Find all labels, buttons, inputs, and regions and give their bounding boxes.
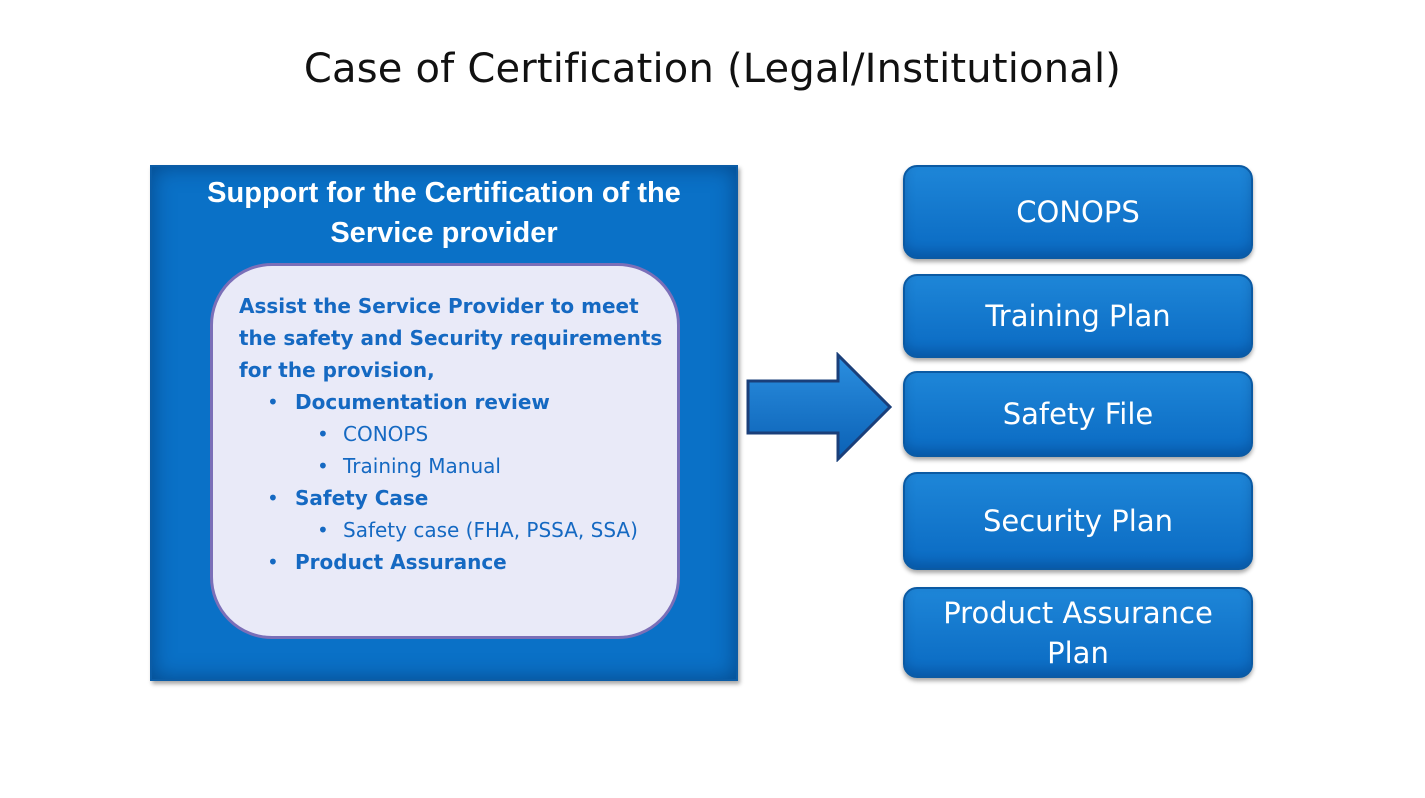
sub-item-label: Training Manual [343,454,501,478]
certification-support-panel: Support for the Certification of the Ser… [150,165,738,681]
list-item: • Safety case (FHA, PSSA, SSA) [295,514,669,546]
output-security-plan: Security Plan [903,472,1253,570]
activities-text: Assist the Service Provider to meet the … [239,290,669,578]
bullet-icon: • [317,454,329,478]
output-training-plan: Training Plan [903,274,1253,358]
list-item: • Product Assurance [239,546,669,578]
list-item-label: Safety Case [295,486,429,510]
output-label: Safety File [1002,397,1154,431]
output-product-assurance-plan: Product Assurance Plan [903,587,1253,678]
output-label: Product Assurance Plan [943,595,1213,670]
sub-item-label: Safety case (FHA, PSSA, SSA) [343,518,638,542]
panel-heading: Support for the Certification of the Ser… [207,177,681,249]
activities-box: Assist the Service Provider to meet the … [210,263,680,639]
sub-list: • Safety case (FHA, PSSA, SSA) [295,514,669,546]
intro-text: Assist the Service Provider to meet the … [239,294,663,382]
sub-list: • CONOPS • Training Manual [295,418,669,482]
right-arrow-icon [746,352,893,462]
output-label: Training Plan [985,299,1171,333]
bullet-icon: • [267,390,279,414]
bullet-icon: • [317,518,329,542]
list-item: • Safety Case • Safety case (FHA, PSSA, S… [239,482,669,546]
bullet-icon: • [317,422,329,446]
list-item: • CONOPS [295,418,669,450]
page-title: Case of Certification (Legal/Institution… [303,46,1122,92]
output-conops: CONOPS [903,165,1253,259]
output-label: Security Plan [982,504,1173,538]
bullet-icon: • [267,550,279,574]
list-item-label: Documentation review [295,390,550,414]
list-item: • Training Manual [295,450,669,482]
sub-item-label: CONOPS [343,422,429,446]
output-label: CONOPS [1016,195,1140,229]
output-safety-file: Safety File [903,371,1253,457]
list-item-label: Product Assurance [295,550,507,574]
bullet-icon: • [267,486,279,510]
list-item: • Documentation review • CONOPS • Training… [239,386,669,482]
activity-list: • Documentation review • CONOPS • Training… [239,386,669,578]
